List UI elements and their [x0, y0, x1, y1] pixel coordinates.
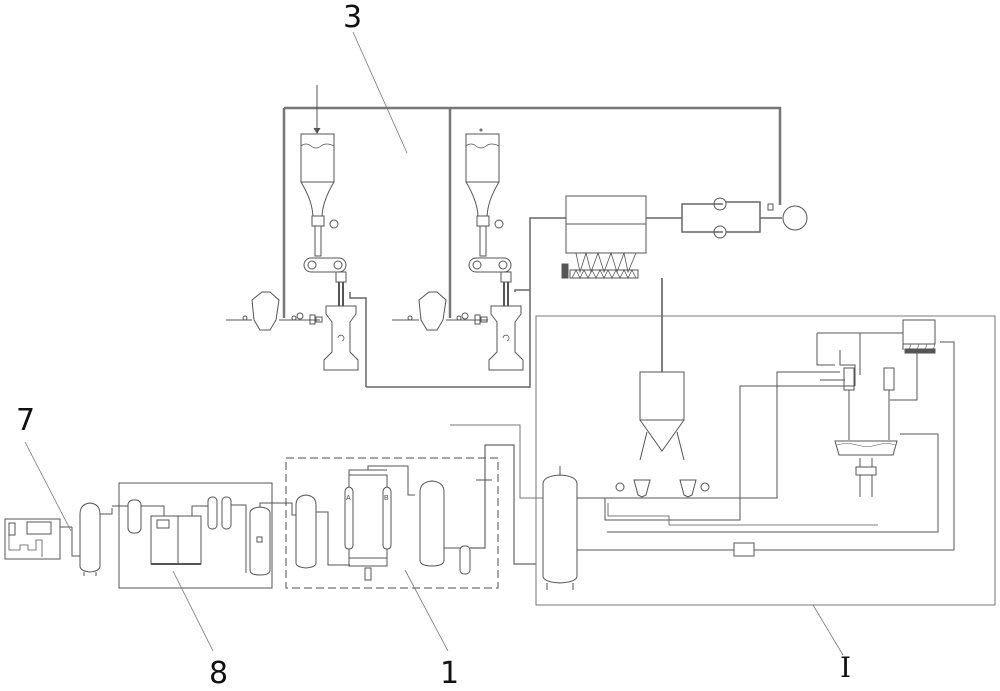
final-filter	[459, 545, 471, 575]
air-drying-filter-unit	[112, 482, 280, 589]
blower-2	[418, 291, 447, 331]
reference-label-1: 1	[440, 656, 460, 691]
filter-2	[207, 496, 218, 530]
unit-8-boundary	[118, 482, 273, 589]
adsorber-a-mark: A	[346, 495, 351, 502]
reference-label-8: 8	[209, 656, 229, 691]
adsorber-a	[344, 486, 354, 550]
feeder-2	[392, 128, 530, 371]
leader-line-7	[24, 441, 72, 532]
section-I-boundary	[535, 315, 996, 606]
mixer-return-pipe	[366, 217, 566, 388]
rotary-valve-1	[633, 479, 651, 498]
powder-feeding-unit	[226, 85, 782, 388]
leader-line-8	[172, 570, 214, 652]
conveying-loop-section	[450, 315, 996, 606]
adsorption-dryer-unit	[280, 444, 536, 589]
reference-label-7: 7	[16, 403, 36, 438]
refrigerated-dryer	[150, 515, 202, 565]
filter-3	[221, 496, 232, 530]
leader-line-1	[404, 569, 449, 652]
compressor-skid	[4, 518, 61, 560]
adsorber-b	[382, 486, 392, 550]
dust-collector-unit	[561, 195, 808, 372]
adsorber-b-mark: B	[384, 495, 389, 502]
mixing-trough	[834, 440, 898, 456]
hopper-2	[465, 133, 500, 183]
unit-1-boundary	[285, 457, 499, 589]
cyclone-1	[843, 367, 855, 391]
silo	[639, 371, 685, 421]
reference-label-3: 3	[343, 0, 363, 35]
mixer-tank-2	[488, 305, 524, 371]
belt-conveyor-1	[303, 257, 347, 273]
cyclone-2	[883, 367, 895, 391]
leader-line-I	[812, 604, 844, 656]
receiver-tank-1b	[419, 480, 445, 567]
feeder-1	[226, 85, 367, 387]
air-receiver-7	[79, 502, 101, 573]
receiver-tank-1a	[295, 494, 317, 569]
top-bag-filter	[902, 319, 936, 345]
hopper-1	[300, 133, 335, 183]
buffer-tank-8	[249, 506, 271, 576]
mixer-tank-1	[323, 305, 359, 371]
discharge-manifold	[855, 466, 877, 476]
reference-label-I: I	[840, 651, 852, 684]
air-compressor-unit	[4, 502, 113, 576]
flowmeter-box	[733, 542, 755, 557]
silencer-tank	[782, 205, 808, 231]
rotary-valve-2	[679, 479, 697, 498]
main-air-tank	[542, 474, 578, 584]
belt-conveyor-2	[468, 257, 512, 273]
prefilter	[127, 499, 142, 534]
blower-1	[251, 291, 280, 331]
leader-line-3	[352, 31, 408, 154]
top-header-pipe	[284, 106, 782, 205]
fan-1	[713, 197, 727, 211]
top-screw-conveyor	[904, 348, 936, 354]
